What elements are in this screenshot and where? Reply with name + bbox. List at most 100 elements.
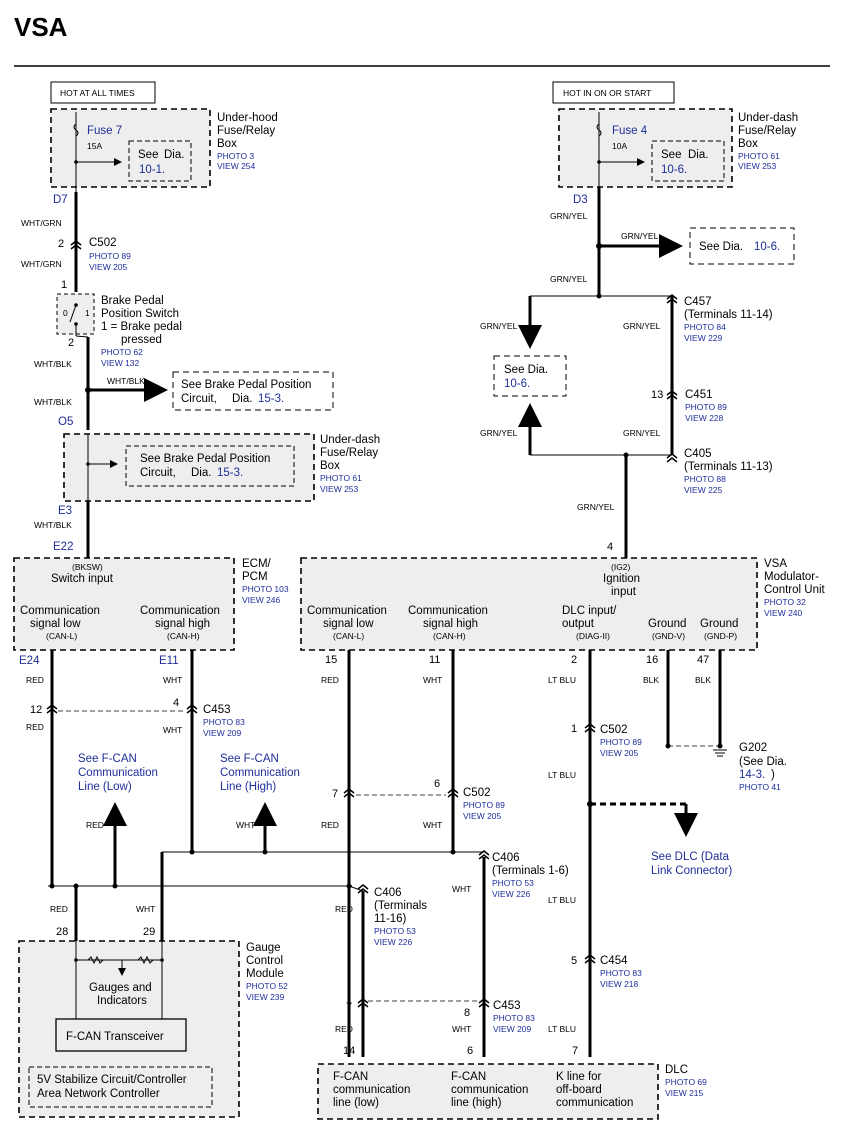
hot-in-on-label: HOT IN ON OR START [563,88,651,98]
gauge-name-1: Gauge [246,942,281,954]
wire-label-blk-1: BLK [643,675,659,685]
see-brake-mid-ref[interactable]: 15-3. [217,467,243,479]
wire-label-wht-blk-branch: WHT/BLK [107,376,145,386]
see-dia-10-1-ref[interactable]: 10-1. [139,164,165,176]
c405-view: VIEW 225 [684,485,723,495]
pin-4-ig2: 4 [607,541,613,553]
terminal-d7: D7 [53,194,68,206]
underdash-top-photo: PHOTO 61 [738,151,780,161]
gauge-view: VIEW 239 [246,992,285,1002]
wire-label-red-vsa: RED [321,675,339,685]
see-brake-top-ref[interactable]: 15-3. [258,393,284,405]
wire-label-grn-yel-1: GRN/YEL [550,211,588,221]
pin-29: 29 [143,926,155,938]
hot-at-all-times-label: HOT AT ALL TIMES [60,88,135,98]
underdash-mid-view: VIEW 253 [320,484,359,494]
see-dia-10-6-loop-ref[interactable]: 10-6. [504,378,530,390]
vsa-comm-low-2: signal low [323,618,374,630]
see-dia-10-6-box-right[interactable] [689,227,795,265]
fcan-high-2[interactable]: Communication [220,767,300,779]
wire-label-grn-yel-branch: GRN/YEL [621,231,659,241]
vsa-comm-high-2: signal high [423,618,478,630]
underdash-top-name-2: Fuse/Relay [738,125,796,137]
c502-left-label: C502 [89,237,117,249]
see-dia-10-6-box-fuse[interactable] [651,140,725,182]
see-brake-circuit-box-mid[interactable] [125,445,295,487]
see-dia-10-6-right-ref[interactable]: 10-6. [754,241,780,253]
c453-left-connector-high [186,704,198,714]
wire-label-red-ecm-2: RED [26,722,44,732]
see-brake-mid-dia: Dia. [191,467,211,479]
switch-out [75,335,89,338]
vsa-name-1: VSA [764,558,787,570]
fcan-low-1[interactable]: See F-CAN [78,753,137,765]
c457-view: VIEW 229 [684,333,723,343]
node-can-high-ecm [189,849,195,855]
fuse-7-icon [73,123,79,137]
wire-label-red-fcan: RED [86,820,104,830]
c502-dlc-photo: PHOTO 89 [600,737,642,747]
fcan-low-2[interactable]: Communication [78,767,158,779]
page-title: VSA [14,12,68,42]
c451-connector [666,390,678,400]
stabilize-circuit-2: Area Network Controller [37,1088,160,1100]
g202-label: G202 [739,742,767,754]
vsa-dlc-1: DLC input/ [562,605,617,617]
wire-label-grn-yel-5: GRN/YEL [623,321,661,331]
ecm-photo: PHOTO 103 [242,584,289,594]
dlc-high-3: line (high) [451,1097,502,1109]
pin-2-dlc: 2 [571,654,577,666]
terminal-e3: E3 [58,505,72,517]
ecm-comm-high-1: Communication [140,605,220,617]
fcan-high-3[interactable]: Line (High) [220,781,276,793]
hot-in-on-box [552,81,675,104]
pin-5: 5 [571,955,577,967]
vsa-gnd-v-label: Ground [648,618,686,630]
wire-label-red-ecm: RED [26,675,44,685]
underdash-mid-photo: PHOTO 61 [320,473,362,483]
c406-top-label: C406 [492,852,520,864]
gauge-indicators-1: Gauges and [89,982,152,994]
wire-label-lt-blu-4: LT BLU [548,1024,576,1034]
wire-label-wht-gauge: WHT [136,904,155,914]
c405-connector [666,453,678,463]
ecm-pin-e24: E24 [19,655,40,667]
vsa-comm-high-3: (CAN-H) [433,631,466,641]
vsa-unit-box [300,557,758,651]
see-dia-10-6-fuse-dia: Dia. [688,149,708,161]
fcan-low-3[interactable]: Line (Low) [78,781,132,793]
g202-ref[interactable]: 14-3. [739,769,765,781]
wire-label-grn-yel-7: GRN/YEL [577,502,615,512]
wire-label-wht-vsa: WHT [423,675,442,685]
wire-label-blk-2: BLK [695,675,711,685]
see-dia-10-6-fuse-see: See [661,149,681,161]
underhood-box-name-3: Box [217,138,237,150]
see-dia-10-6-box-loop[interactable] [493,355,567,397]
see-dia-10-6-fuse-ref[interactable]: 10-6. [661,164,687,176]
terminal-o5: O5 [58,416,73,428]
c405-photo: PHOTO 88 [684,474,726,484]
c453-left-view: VIEW 209 [203,728,242,738]
wire-label-lt-blu-3: LT BLU [548,895,576,905]
switch-lever [69,304,77,323]
brake-switch-name-3: 1 = Brake pedal [101,321,182,333]
wire-label-wht-blk-3: WHT/BLK [34,520,72,530]
wire-label-wht-ecm-2: WHT [163,725,182,735]
fcan-high-1[interactable]: See F-CAN [220,753,279,765]
see-brake-circuit-box-top[interactable] [172,371,334,411]
c502-left-photo: PHOTO 89 [89,251,131,261]
see-dlc-1[interactable]: See DLC (Data [651,851,730,863]
brake-switch-name-4: pressed [121,334,162,346]
wire-label-wht-grn-1: WHT/GRN [21,218,62,228]
c454-label: C454 [600,955,628,967]
pin-16: 16 [646,654,658,666]
see-dia-10-1-box[interactable] [128,140,192,182]
c453-right-label: C453 [493,1000,521,1012]
see-dlc-2[interactable]: Link Connector) [651,865,732,877]
underdash-mid-name-3: Box [320,460,340,472]
wire-label-wht-blk-1: WHT/BLK [34,359,72,369]
ecm-switch-input: Switch input [51,573,114,585]
wire-label-wht-vsa-3: WHT [452,884,471,894]
vsa-ign-2: input [611,586,637,598]
node-vsa-can-high [450,849,456,855]
